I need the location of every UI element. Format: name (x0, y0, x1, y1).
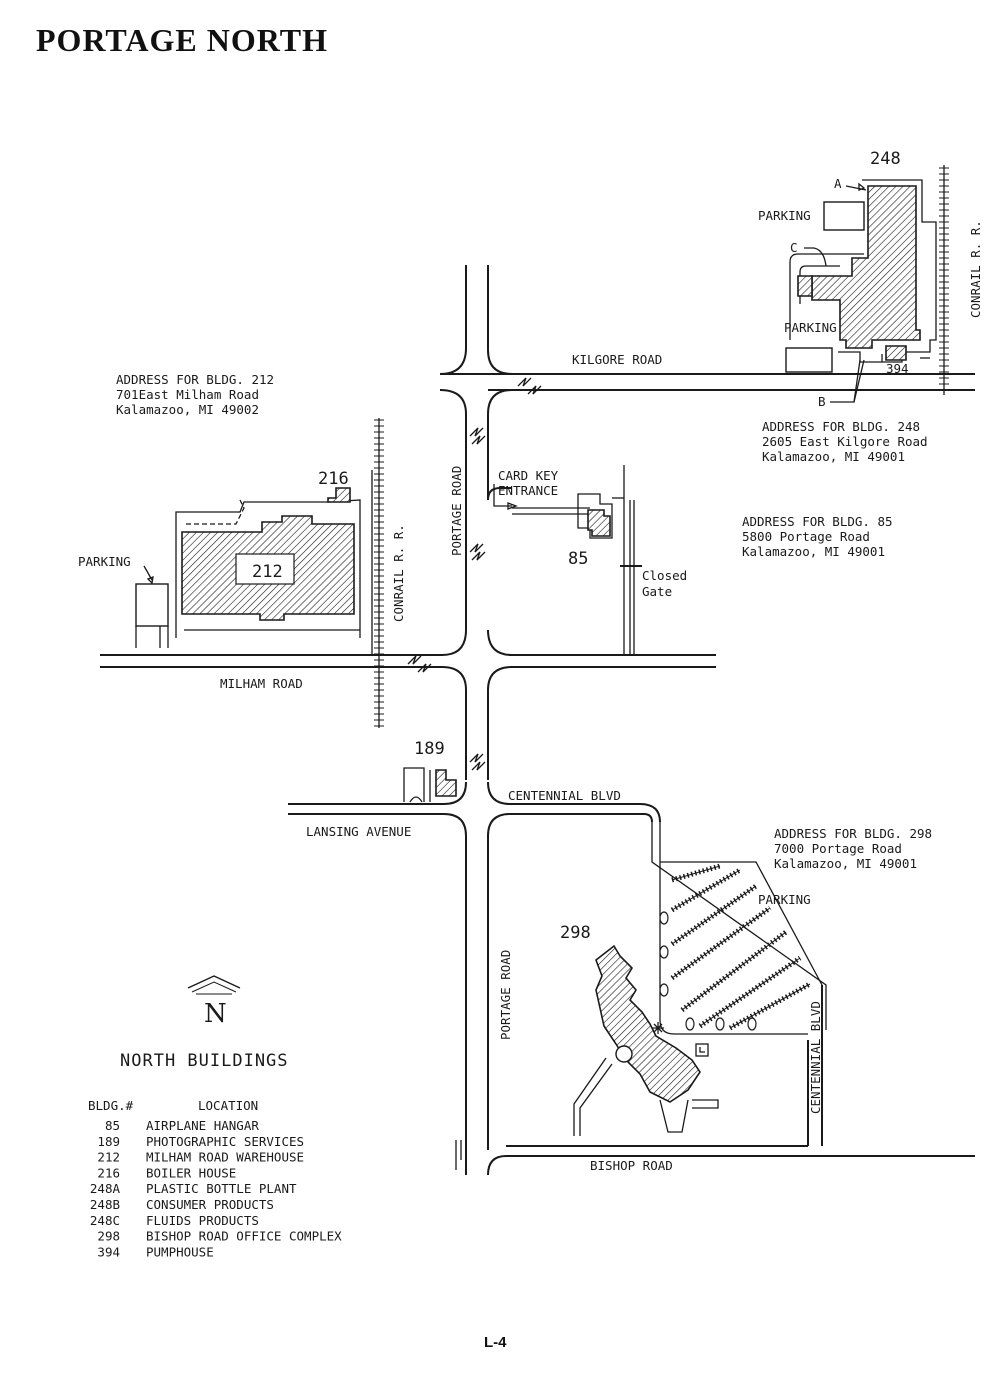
svg-text:7000 Portage Road: 7000 Portage Road (774, 841, 902, 856)
legend-row-bldg: 298 (97, 1229, 120, 1244)
legend-row-location: PUMPHOUSE (146, 1244, 214, 1259)
svg-text:Kalamazoo, MI 49001: Kalamazoo, MI 49001 (742, 544, 885, 559)
parking-298-label: PARKING (758, 892, 811, 907)
building-189 (435, 769, 457, 797)
marker-b: B (818, 394, 826, 409)
north-arrow (187, 975, 241, 995)
svg-text:Kalamazoo, MI 49001: Kalamazoo, MI 49001 (762, 449, 905, 464)
address-298: ADDRESS FOR BLDG. 298 7000 Portage Road … (774, 826, 932, 871)
svg-text:5800 Portage Road: 5800 Portage Road (742, 529, 870, 544)
building-216-number: 216 (318, 469, 349, 489)
legend-row-location: AIRPLANE HANGAR (146, 1118, 259, 1133)
portage-road-lower-label: PORTAGE ROAD (498, 950, 513, 1040)
legend-row-bldg: 212 (97, 1150, 120, 1165)
svg-text:2605 East Kilgore Road: 2605 East Kilgore Road (762, 434, 928, 449)
closed-gate-label-2: Gate (642, 584, 672, 599)
legend-row-bldg: 85 (105, 1118, 120, 1133)
legend-heading: NORTH BUILDINGS (120, 1051, 289, 1071)
marker-c: C (790, 240, 798, 255)
page-title: PORTAGE NORTH (36, 22, 328, 58)
svg-text:ADDRESS FOR BLDG. 85: ADDRESS FOR BLDG. 85 (742, 514, 893, 529)
conrail-right-label: CONRAIL R. R. (968, 220, 983, 318)
svg-text:Kalamazoo, MI 49001: Kalamazoo, MI 49001 (774, 856, 917, 871)
svg-text:701East Milham Road: 701East Milham Road (116, 387, 259, 402)
building-85 (587, 509, 611, 537)
lansing-avenue-label: LANSING AVENUE (306, 824, 411, 839)
svg-text:ADDRESS FOR BLDG. 248: ADDRESS FOR BLDG. 248 (762, 419, 920, 434)
conrail-left-label: CONRAIL R. R. (391, 524, 406, 622)
building-394-number: 394 (886, 361, 909, 376)
building-298-number: 298 (560, 923, 591, 943)
building-248-number: 248 (870, 149, 901, 169)
portage-road-upper-label: PORTAGE ROAD (449, 466, 464, 556)
closed-gate-label-1: Closed (642, 568, 687, 583)
building-298 (595, 944, 701, 1103)
milham-road-label: MILHAM ROAD (220, 676, 303, 691)
svg-text:ADDRESS FOR BLDG. 212: ADDRESS FOR BLDG. 212 (116, 372, 274, 387)
building-212-number: 212 (252, 562, 283, 582)
svg-text:ADDRESS FOR BLDG. 298: ADDRESS FOR BLDG. 298 (774, 826, 932, 841)
building-85-number: 85 (568, 549, 588, 569)
road-break-symbols (407, 377, 542, 771)
svg-text:Kalamazoo, MI 49002: Kalamazoo, MI 49002 (116, 402, 259, 417)
centennial-blvd-label: CENTENNIAL BLVD (508, 788, 621, 803)
address-212: ADDRESS FOR BLDG. 212 701East Milham Roa… (116, 372, 274, 417)
page-number: L-4 (484, 1334, 507, 1351)
site-85 (493, 465, 642, 655)
legend-row-bldg: 248B (90, 1197, 120, 1212)
building-legend: NORTH BUILDINGS BLDG.# LOCATION 85 AIRPLA… (88, 1051, 342, 1259)
parking-248-mid-label: PARKING (784, 320, 837, 335)
building-394 (885, 345, 907, 361)
legend-row-location: PHOTOGRAPHIC SERVICES (146, 1134, 304, 1149)
building-216 (327, 487, 351, 503)
kilgore-road-label: KILGORE ROAD (572, 352, 662, 367)
legend-row-location: PLASTIC BOTTLE PLANT (146, 1181, 297, 1196)
legend-row-location: MILHAM ROAD WAREHOUSE (146, 1150, 304, 1165)
parking-248-top-label: PARKING (758, 208, 811, 223)
railroad-right (939, 165, 949, 395)
legend-row-location: BOILER HOUSE (146, 1165, 236, 1180)
legend-row-bldg: 248C (90, 1213, 120, 1228)
legend-col-location: LOCATION (198, 1098, 258, 1113)
address-248: ADDRESS FOR BLDG. 248 2605 East Kilgore … (762, 419, 928, 464)
legend-row-bldg: 394 (97, 1244, 120, 1259)
building-189-number: 189 (414, 739, 445, 759)
site-212 (135, 470, 373, 655)
legend-row-location: CONSUMER PRODUCTS (146, 1197, 274, 1212)
building-248 (811, 185, 921, 349)
address-85: ADDRESS FOR BLDG. 85 5800 Portage Road K… (742, 514, 893, 559)
parking-lot-212 (135, 583, 169, 627)
bishop-road-label: BISHOP ROAD (590, 1158, 673, 1173)
parking-212-label: PARKING (78, 554, 131, 569)
legend-row-bldg: 189 (97, 1134, 120, 1149)
site-189 (403, 767, 457, 803)
railroad-left (374, 418, 384, 728)
legend-col-bldg: BLDG.# (88, 1098, 134, 1113)
centennial-blvd-vertical-label: CENTENNIAL BLVD (808, 1001, 823, 1114)
card-key-label: CARD KEY (498, 468, 559, 483)
site-248 (785, 179, 937, 403)
legend-row-bldg: 248A (90, 1181, 121, 1196)
marker-a: A (834, 176, 842, 191)
site-298 (573, 822, 827, 1136)
north-arrow-letter: N (204, 999, 227, 1029)
legend-row-location: BISHOP ROAD OFFICE COMPLEX (146, 1229, 342, 1244)
road-network (100, 265, 975, 1176)
entrance-label: ENTRANCE (498, 483, 558, 498)
legend-row-location: FLUIDS PRODUCTS (146, 1213, 259, 1228)
legend-row-bldg: 216 (97, 1165, 120, 1180)
